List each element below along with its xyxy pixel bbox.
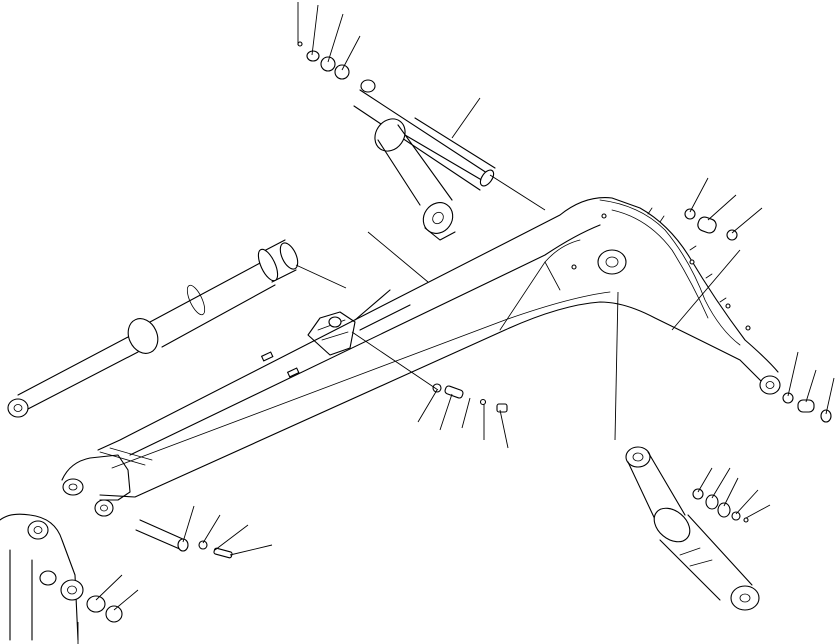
- cylinder-head-pin-group: [297, 2, 361, 80]
- boom-foot-bracket: [0, 513, 84, 641]
- boom-cylinder-right: [353, 79, 496, 241]
- boom-cylinder-left: [625, 446, 760, 611]
- arm-cylinder: [7, 239, 299, 418]
- boom-cylinder-bottom-pin-group: [692, 467, 771, 523]
- boom-top-pin-group: [684, 177, 763, 241]
- leader-lines: [451, 97, 741, 441]
- arm-cylinder-rod-pin-group: [295, 231, 439, 391]
- boom: [61, 197, 781, 517]
- boom-foot-pin-group: [77, 505, 273, 644]
- boom-tip-pin-group: [782, 351, 835, 423]
- arm-cylinder-pin-group: [417, 383, 509, 449]
